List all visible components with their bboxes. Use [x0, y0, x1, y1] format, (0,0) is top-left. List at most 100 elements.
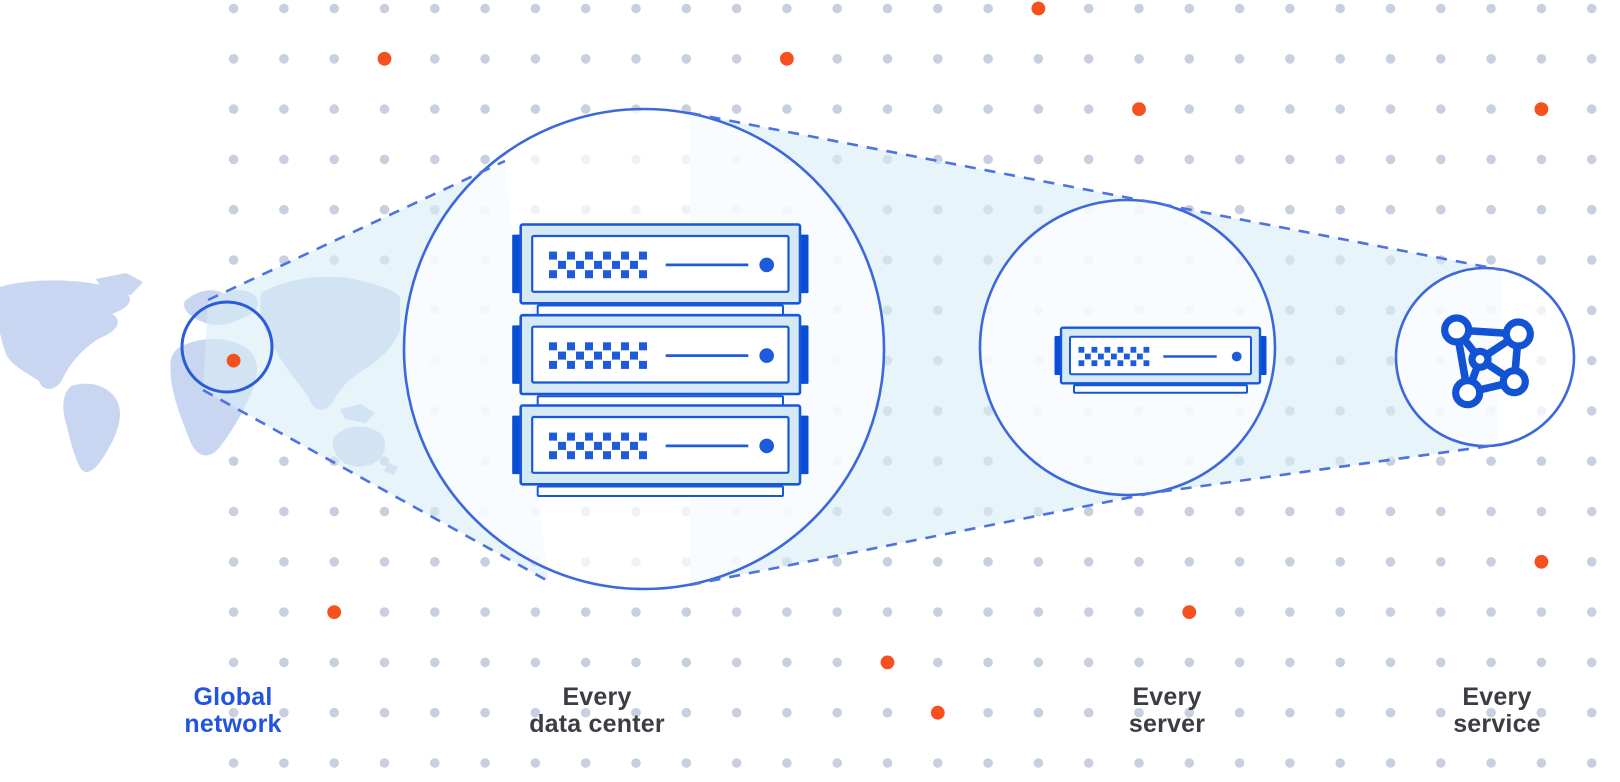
- grid-dot: [1184, 557, 1195, 567]
- vent-square: [576, 351, 584, 360]
- vent-square: [1098, 353, 1104, 360]
- vent-square: [1143, 360, 1150, 367]
- grid-dot: [1436, 456, 1446, 467]
- grid-dot: [329, 154, 340, 165]
- vent-square: [576, 441, 584, 450]
- grid-dot: [731, 657, 742, 668]
- vent-square: [1091, 360, 1098, 367]
- server-faceplate: [531, 234, 790, 293]
- grid-dot: [580, 54, 591, 64]
- grid-dot: [1586, 104, 1597, 114]
- label-every-service: Every service: [1453, 683, 1541, 738]
- orange-dot: [1534, 554, 1549, 569]
- grid-dot: [430, 104, 440, 114]
- vent-square: [630, 441, 638, 450]
- grid-dot: [1436, 707, 1446, 718]
- vent-square: [594, 441, 602, 450]
- grid-dot: [430, 657, 440, 668]
- grid-dot: [1285, 54, 1295, 64]
- dashed-line: [202, 388, 549, 583]
- grid-dot: [1586, 255, 1597, 265]
- grid-dot: [1335, 54, 1345, 64]
- grid-dot: [480, 657, 490, 668]
- grid-dot: [1436, 204, 1446, 215]
- grid-dot: [1536, 607, 1547, 617]
- grid-dot: [1586, 456, 1597, 467]
- vent-square: [558, 351, 566, 360]
- vent-square: [585, 342, 593, 351]
- grid-dot: [228, 707, 239, 718]
- grid-dot: [1486, 657, 1496, 668]
- grid-dot: [1083, 104, 1094, 114]
- server-rack-unit: [512, 223, 809, 316]
- vent-square: [603, 432, 611, 441]
- grid-dot: [1033, 154, 1044, 165]
- grid-dot: [1536, 54, 1547, 64]
- server-led-dot: [759, 348, 774, 363]
- vent-square: [639, 360, 647, 369]
- vent-square: [1078, 346, 1085, 353]
- grid-dot: [681, 657, 692, 668]
- grid-dot: [832, 3, 842, 14]
- grid-dot: [731, 758, 742, 768]
- grid-dot: [1536, 506, 1547, 517]
- vent-square: [1104, 360, 1111, 367]
- grid-dot: [1536, 204, 1547, 215]
- vent-square: [603, 251, 611, 260]
- grid-dot: [329, 204, 340, 215]
- grid-dot: [1335, 758, 1345, 768]
- grid-dot: [1536, 707, 1547, 718]
- grid-dot: [1436, 607, 1446, 617]
- vent-square: [621, 270, 629, 279]
- grid-dot: [1184, 3, 1195, 14]
- grid-dot: [1385, 204, 1396, 215]
- grid-dot: [530, 758, 541, 768]
- grid-dot: [1486, 255, 1496, 265]
- grid-dot: [1083, 54, 1094, 64]
- grid-dot: [1586, 154, 1597, 165]
- graph-node: [1441, 314, 1473, 346]
- grid-dot: [933, 3, 943, 14]
- grid-dot: [1083, 758, 1094, 768]
- grid-dot: [1536, 3, 1547, 14]
- grid-dot: [329, 506, 340, 517]
- grid-dot: [1385, 557, 1396, 567]
- grid-dot: [1234, 707, 1245, 718]
- grid-dot: [983, 154, 993, 165]
- grid-dot: [1234, 758, 1245, 768]
- grid-dot: [933, 54, 943, 64]
- server-rack-unit: [512, 404, 809, 497]
- grid-dot: [1486, 54, 1496, 64]
- server-led-dot: [1231, 351, 1242, 362]
- grid-dot: [279, 707, 289, 718]
- grid-dot: [580, 707, 591, 718]
- grid-dot: [1385, 104, 1396, 114]
- vent-square: [621, 432, 629, 441]
- grid-dot: [580, 104, 591, 114]
- server-foot: [536, 485, 785, 497]
- grid-dot: [1083, 707, 1094, 718]
- grid-dot: [933, 104, 943, 114]
- grid-dot: [430, 758, 440, 768]
- orange-dot: [1031, 1, 1046, 16]
- grid-dot: [379, 154, 390, 165]
- grid-dot: [480, 154, 490, 165]
- grid-dot: [329, 54, 340, 64]
- grid-dot: [1285, 104, 1295, 114]
- grid-dot: [983, 3, 993, 14]
- grid-dot: [882, 607, 893, 617]
- grid-dot: [1335, 557, 1345, 567]
- grid-dot: [882, 3, 893, 14]
- grid-dot: [983, 104, 993, 114]
- grid-dot: [379, 607, 390, 617]
- grid-dot: [1134, 607, 1144, 617]
- vent-square: [639, 432, 647, 441]
- grid-dot: [228, 557, 239, 567]
- grid-dot: [480, 607, 490, 617]
- grid-dot: [782, 707, 792, 718]
- grid-dot: [580, 657, 591, 668]
- server-led-dot: [759, 438, 774, 454]
- grid-dot: [1134, 657, 1144, 668]
- grid-dot: [1083, 154, 1094, 165]
- grid-dot: [1436, 557, 1446, 567]
